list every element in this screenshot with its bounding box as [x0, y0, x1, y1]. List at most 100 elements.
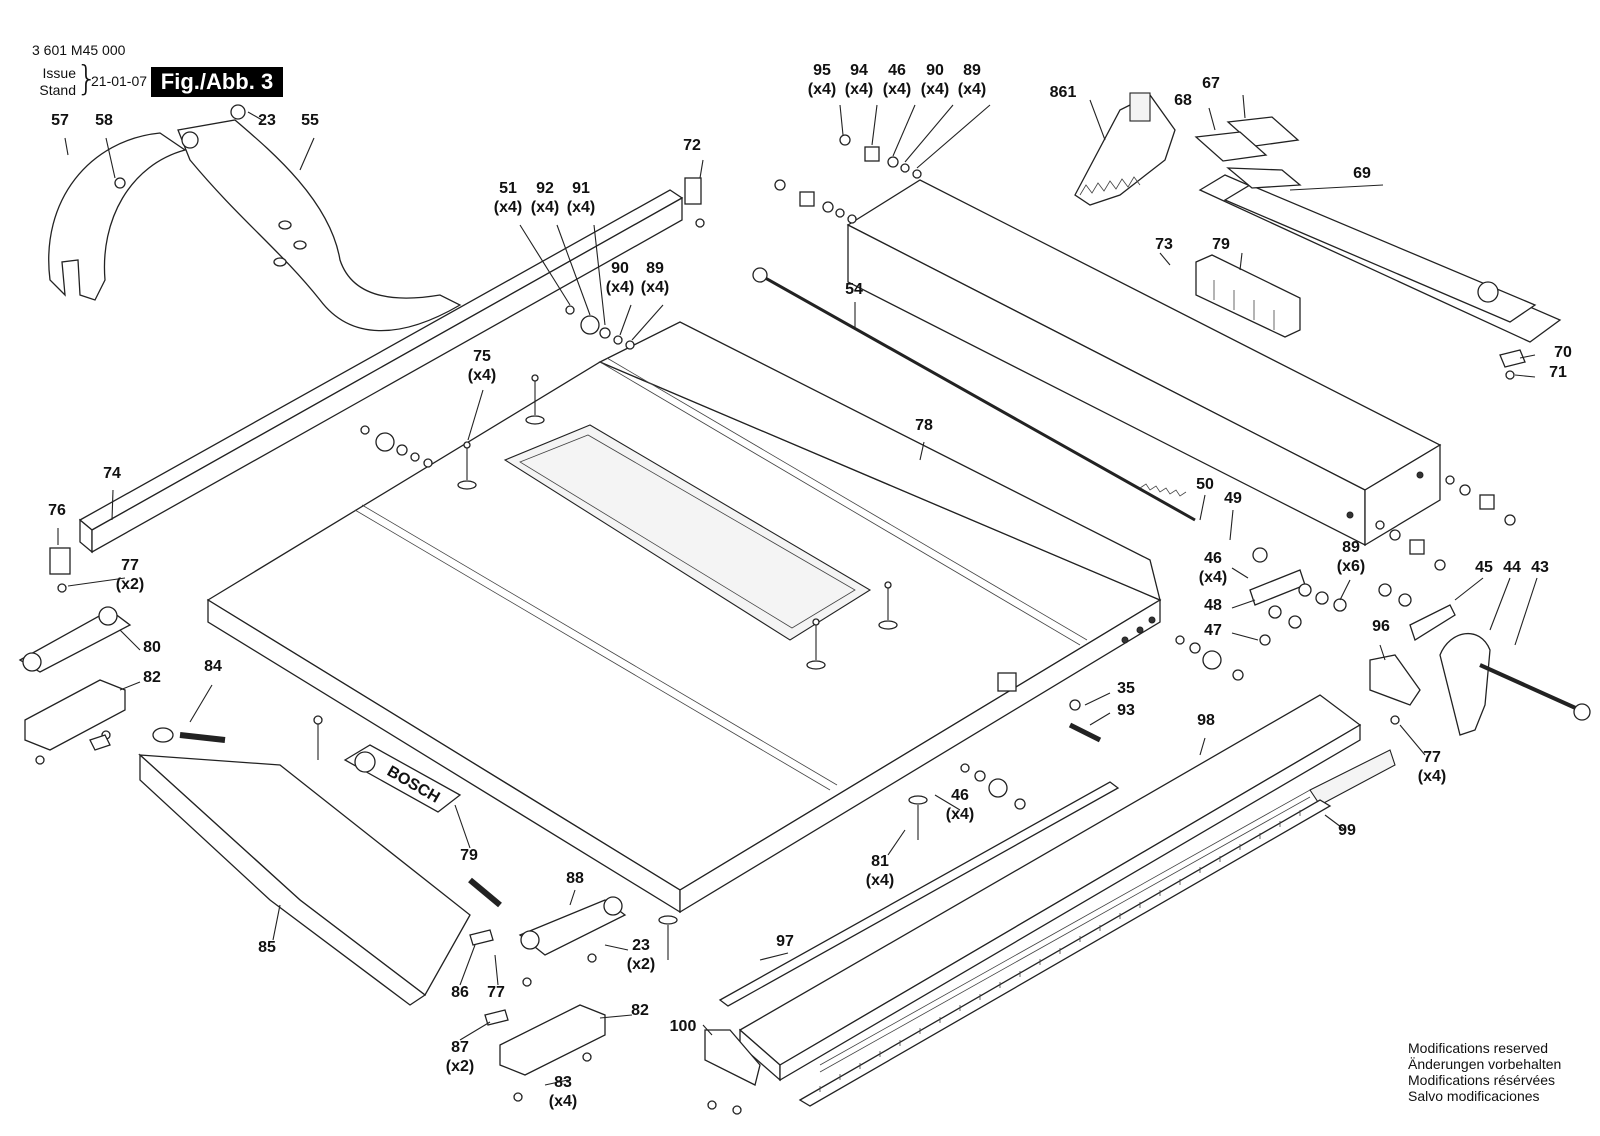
callout-79b-number: 79	[460, 847, 478, 864]
callout-57-number: 57	[51, 112, 69, 129]
bracket-80	[18, 606, 132, 673]
callout-92-quantity: (x4)	[531, 199, 559, 216]
callout-94-number: 94	[850, 62, 868, 79]
plate-79-right	[1195, 254, 1301, 338]
callout-86-number: 86	[451, 984, 469, 1001]
fence-end-96	[1369, 654, 1421, 706]
callout-23b-quantity: (x2)	[627, 956, 655, 973]
callout-89b-quantity: (x4)	[958, 81, 986, 98]
callout-43-number: 43	[1531, 559, 1549, 576]
callout-35-number: 35	[1117, 680, 1135, 697]
callout-76-number: 76	[48, 502, 66, 519]
figure-label: Fig./Abb. 3	[151, 67, 283, 97]
callout-77b-number: 77	[1423, 749, 1441, 766]
callout-70-number: 70	[1554, 344, 1572, 361]
callout-90a-quantity: (x4)	[606, 279, 634, 296]
callout-68-number: 68	[1174, 92, 1192, 109]
modification-notes: Modifications reserved Änderungen vorbeh…	[1408, 1040, 1561, 1104]
scale-97	[718, 781, 1332, 1107]
callout-81-quantity: (x4)	[866, 872, 894, 889]
leader-lines	[57, 94, 1538, 1086]
fence-end-100	[704, 1029, 761, 1086]
callout-79a-number: 79	[1212, 236, 1230, 253]
note-line: Änderungen vorbehalten	[1408, 1056, 1562, 1072]
note-line: Modifications reserved	[1408, 1040, 1549, 1056]
callout-47-number: 47	[1204, 622, 1222, 639]
callout-45-number: 45	[1475, 559, 1493, 576]
callout-87-quantity: (x2)	[446, 1058, 474, 1075]
callout-51-quantity: (x4)	[494, 199, 522, 216]
saw-blade-861	[1074, 92, 1176, 206]
callout-99-number: 99	[1338, 822, 1356, 839]
callout-94-quantity: (x4)	[845, 81, 873, 98]
callout-58-number: 58	[95, 112, 113, 129]
callout-85-number: 85	[258, 939, 276, 956]
callout-89a-number: 89	[646, 260, 664, 277]
part-number: 3 601 M45 000	[32, 42, 126, 58]
callout-93-number: 93	[1117, 702, 1135, 719]
callout-95-number: 95	[813, 62, 831, 79]
callout-75-number: 75	[473, 348, 491, 365]
callout-89c-quantity: (x6)	[1337, 558, 1365, 575]
callout-23a-number: 23	[258, 112, 276, 129]
callout-82b-number: 82	[631, 1002, 649, 1019]
stand-label: Stand	[39, 82, 76, 98]
callout-69-number: 69	[1353, 165, 1371, 182]
callout-98-number: 98	[1197, 712, 1215, 729]
issue-label: Issue	[42, 65, 76, 81]
callout-80-number: 80	[143, 639, 161, 656]
callout-51-number: 51	[499, 180, 517, 197]
callout-83-number: 83	[554, 1074, 572, 1091]
fasteners	[35, 134, 1526, 1115]
rail-74	[78, 177, 702, 554]
callout-77a-number: 77	[121, 557, 139, 574]
callout-46b-quantity: (x4)	[1199, 569, 1227, 586]
callout-50-number: 50	[1196, 476, 1214, 493]
note-line: Salvo modificaciones	[1408, 1088, 1540, 1104]
brace-icon: }	[76, 59, 98, 99]
callout-46a-number: 46	[888, 62, 906, 79]
callout-100-number: 100	[670, 1018, 697, 1035]
callout-89b-number: 89	[963, 62, 981, 79]
callout-91-number: 91	[572, 180, 590, 197]
callout-44-number: 44	[1503, 559, 1521, 576]
callout-55-number: 55	[301, 112, 319, 129]
callout-92-number: 92	[536, 180, 554, 197]
callout-90a-number: 90	[611, 260, 629, 277]
fence-clamp-44	[1409, 604, 1591, 736]
callout-73-number: 73	[1155, 236, 1173, 253]
insert-plate-69	[1194, 116, 1562, 343]
callout-54-number: 54	[845, 281, 863, 298]
right-extension-73	[846, 179, 1442, 547]
callout-861-number: 861	[1050, 84, 1077, 101]
bracket-88	[518, 896, 627, 956]
callout-89c-number: 89	[1342, 539, 1360, 556]
callout-88-number: 88	[566, 870, 584, 887]
callout-83-quantity: (x4)	[549, 1093, 577, 1110]
rip-fence-98	[738, 694, 1396, 1082]
callout-46c-quantity: (x4)	[946, 806, 974, 823]
callout-97-number: 97	[776, 933, 794, 950]
callout-77b-quantity: (x4)	[1418, 768, 1446, 785]
callout-87-number: 87	[451, 1039, 469, 1056]
callout-81-number: 81	[871, 853, 889, 870]
callout-91-quantity: (x4)	[567, 199, 595, 216]
foot-82-bottom	[499, 1004, 606, 1076]
callout-89a-quantity: (x4)	[641, 279, 669, 296]
callout-46b-number: 46	[1204, 550, 1222, 567]
callout-71-number: 71	[1549, 364, 1567, 381]
rod-54	[752, 267, 1196, 522]
callout-82a-number: 82	[143, 669, 161, 686]
issue-date: 21-01-07	[91, 73, 148, 89]
callout-84-number: 84	[204, 658, 222, 675]
blade-guard-57	[48, 132, 187, 301]
callout-46c-number: 46	[951, 787, 969, 804]
callout-49-number: 49	[1224, 490, 1242, 507]
callout-78-number: 78	[915, 417, 933, 434]
callout-74-number: 74	[103, 465, 121, 482]
riving-knife-arm-55	[177, 104, 462, 332]
callout-77c-number: 77	[487, 984, 505, 1001]
callout-48-number: 48	[1204, 597, 1222, 614]
side-extension-85	[138, 732, 502, 1006]
